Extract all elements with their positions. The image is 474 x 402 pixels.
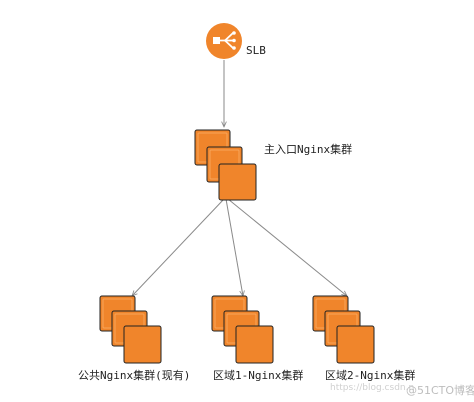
server-cluster-icon xyxy=(211,295,274,364)
main-entry-label: 主入口Nginx集群 xyxy=(264,143,353,156)
server-cluster-icon xyxy=(194,129,257,201)
server-cluster-icon xyxy=(312,295,375,364)
public-cluster-label: 公共Nginx集群(现有) xyxy=(78,369,191,382)
watermark-brand: @51CTO博客 xyxy=(406,384,474,397)
public-cluster-node xyxy=(99,295,162,364)
region1-cluster-node xyxy=(211,295,274,364)
region2-cluster-label: 区域2-Nginx集群 xyxy=(325,369,416,382)
connectors xyxy=(132,60,347,296)
slb-label: SLB xyxy=(246,44,266,57)
server-cluster-icon xyxy=(99,295,162,364)
edge-main-entry-to-public xyxy=(132,198,225,296)
slb-node xyxy=(206,23,242,59)
load-balancer-glyph xyxy=(213,31,236,50)
edge-main-entry-to-region2 xyxy=(227,198,347,296)
region1-cluster-label: 区域1-Nginx集群 xyxy=(213,369,304,382)
region2-cluster-node xyxy=(312,295,375,364)
main-entry-cluster-node xyxy=(194,129,257,201)
watermark-url: https://blog.csdn.n xyxy=(330,383,415,393)
edge-main-entry-to-region1 xyxy=(225,198,243,296)
